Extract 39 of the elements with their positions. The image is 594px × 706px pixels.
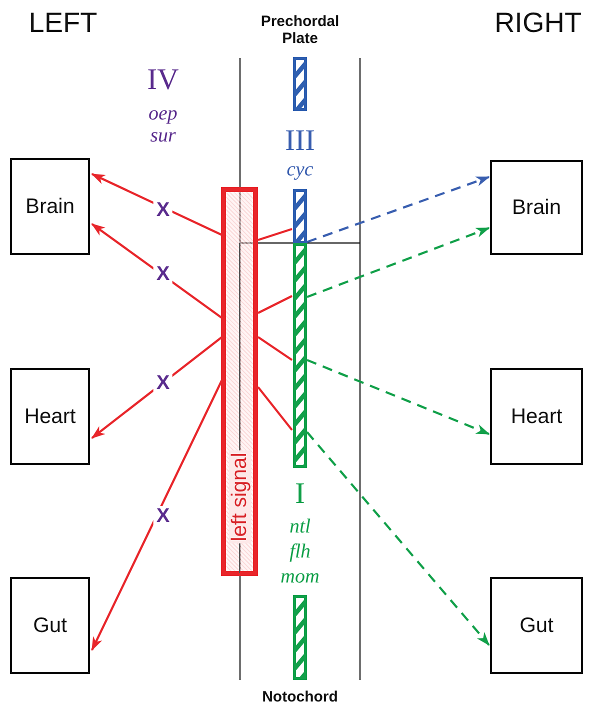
- signal-line: [257, 386, 293, 431]
- hatched-bar: [293, 595, 307, 680]
- arrow: [91, 380, 223, 651]
- signal-line: [258, 295, 292, 314]
- gene-name: flh: [289, 540, 311, 564]
- gene-name: mom: [280, 566, 320, 588]
- arrow: [91, 223, 223, 319]
- hatched-bar: [293, 243, 307, 468]
- dashed-arrow: [306, 358, 490, 436]
- dashed-arrow: [306, 431, 490, 646]
- organ-box: Heart: [10, 368, 90, 465]
- gene-name: ntl: [289, 516, 311, 538]
- gene-name: sur: [150, 124, 176, 148]
- hatched-bar: [293, 189, 307, 244]
- signal-label: left signal: [228, 450, 250, 544]
- region-label: LEFT: [28, 7, 98, 39]
- gene-name: oep: [148, 102, 178, 126]
- organ-box: Gut: [490, 577, 583, 674]
- gene-name: cyc: [286, 158, 314, 182]
- dashed-arrow: [306, 176, 490, 244]
- arrow: [91, 173, 222, 236]
- arrow: [91, 336, 223, 439]
- structure-label: Prechordal Plate: [260, 13, 340, 47]
- signal-line: [258, 228, 292, 242]
- region-label: RIGHT: [494, 7, 582, 39]
- organ-box: Gut: [10, 577, 90, 674]
- signal-line: [257, 336, 293, 361]
- dashed-arrow: [306, 226, 490, 298]
- class-numeral: III: [285, 124, 315, 158]
- blocked-mark: X: [153, 264, 173, 284]
- hatched-bar: [293, 57, 307, 111]
- organ-box: Brain: [490, 160, 583, 255]
- class-numeral: I: [295, 477, 305, 511]
- blocked-mark: X: [153, 373, 173, 393]
- structure-label: Notochord: [262, 688, 338, 706]
- organ-box: Heart: [490, 368, 583, 465]
- organ-box: Brain: [10, 158, 90, 255]
- class-numeral: IV: [147, 63, 179, 97]
- signal-bar: [221, 187, 258, 576]
